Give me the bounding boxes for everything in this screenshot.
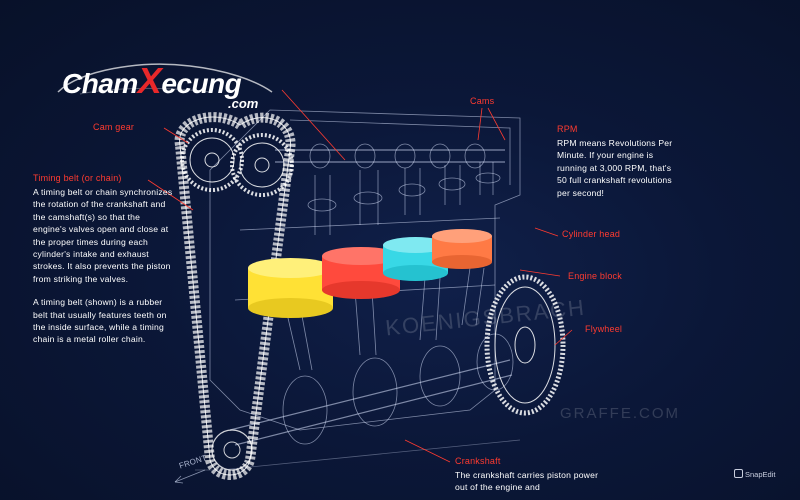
car-silhouette-icon xyxy=(57,63,273,95)
leader-lines xyxy=(147,89,573,463)
snapedit-badge: SnapEdit xyxy=(734,469,775,479)
piston-3 xyxy=(383,237,448,281)
label-cams: Cams xyxy=(470,96,495,106)
engine-block-wireframe xyxy=(195,109,521,471)
label-flywheel: Flywheel xyxy=(585,324,623,334)
rpm-description: RPM means Revolutions Per Minute. If you… xyxy=(557,138,673,198)
label-cam-gear: Cam gear xyxy=(93,122,135,132)
label-crankshaft: Crankshaft xyxy=(455,456,501,466)
brand-logo: ChamXecung .com xyxy=(50,52,280,122)
logo-domain: .com xyxy=(228,96,259,111)
piston-4 xyxy=(432,229,492,269)
crank-pulley-drawing xyxy=(211,429,253,471)
label-cylinder-head: Cylinder head xyxy=(562,229,621,239)
label-timing-belt: Timing belt (or chain) xyxy=(33,173,122,183)
timing-belt-description: A timing belt or chain synchronizes the … xyxy=(33,186,173,357)
watermark-bottom: GRAFFE.COM xyxy=(560,405,680,422)
timing-belt-paragraph-1: A timing belt or chain synchronizes the … xyxy=(33,187,173,284)
cam-gear-drawing xyxy=(180,128,294,197)
snapedit-icon xyxy=(734,469,743,478)
pistons xyxy=(248,229,492,318)
timing-belt-drawing xyxy=(174,112,296,480)
crankshaft-description: The crankshaft carries piston power out … xyxy=(455,470,599,493)
timing-belt-paragraph-2: A timing belt (shown) is a rubber belt t… xyxy=(33,297,167,345)
label-engine-block: Engine block xyxy=(568,271,622,281)
label-rpm: RPM xyxy=(557,124,578,134)
piston-1 xyxy=(248,258,333,318)
front-arrow xyxy=(174,469,206,484)
logo-wordmark: ChamXecung xyxy=(62,60,242,101)
